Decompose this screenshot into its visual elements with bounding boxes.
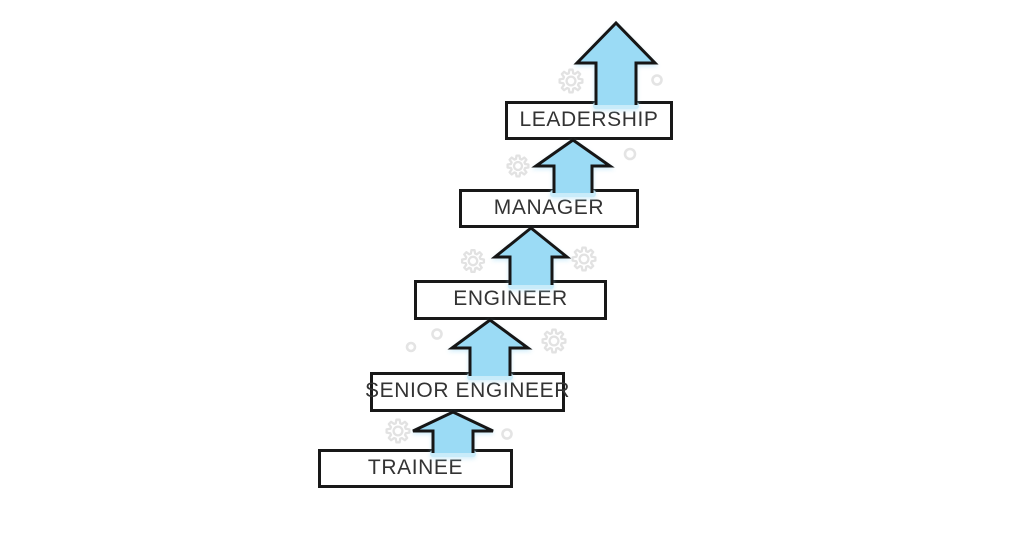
step-box-leadership: LEADERSHIP [505, 101, 673, 140]
arrow-glow [550, 190, 596, 197]
arrow-glow [508, 282, 554, 289]
up-arrow-leadership-up [573, 20, 659, 105]
circle-icon [431, 328, 443, 340]
circle-icon [405, 341, 417, 353]
up-arrow-trainee-to-senior [412, 410, 494, 453]
step-box-trainee: TRAINEE [318, 449, 513, 488]
circle-icon [623, 147, 637, 161]
gear-icon [506, 154, 530, 178]
up-arrow-senior-to-engineer [447, 318, 533, 376]
up-arrow-engineer-to-manager [490, 226, 572, 285]
gear-icon [385, 418, 411, 444]
step-label: SENIOR ENGINEER [364, 379, 571, 402]
step-label: LEADERSHIP [519, 107, 659, 131]
gear-icon [558, 68, 584, 94]
circle-icon [651, 74, 663, 86]
step-box-senior-engineer: SENIOR ENGINEER [365, 372, 569, 412]
arrow-glow [467, 373, 513, 380]
arrow-glow [430, 450, 476, 457]
gear-icon [460, 248, 486, 274]
step-label: MANAGER [493, 195, 605, 219]
step-label: TRAINEE [367, 455, 464, 479]
arrow-glow [593, 102, 639, 109]
step-label: ENGINEER [453, 287, 568, 310]
gear-icon [541, 328, 567, 354]
up-arrow-manager-to-leadership [531, 138, 615, 193]
step-box-engineer: ENGINEER [414, 280, 607, 320]
gear-icon [571, 246, 597, 272]
step-box-manager: MANAGER [459, 189, 639, 228]
circle-icon [501, 428, 513, 440]
